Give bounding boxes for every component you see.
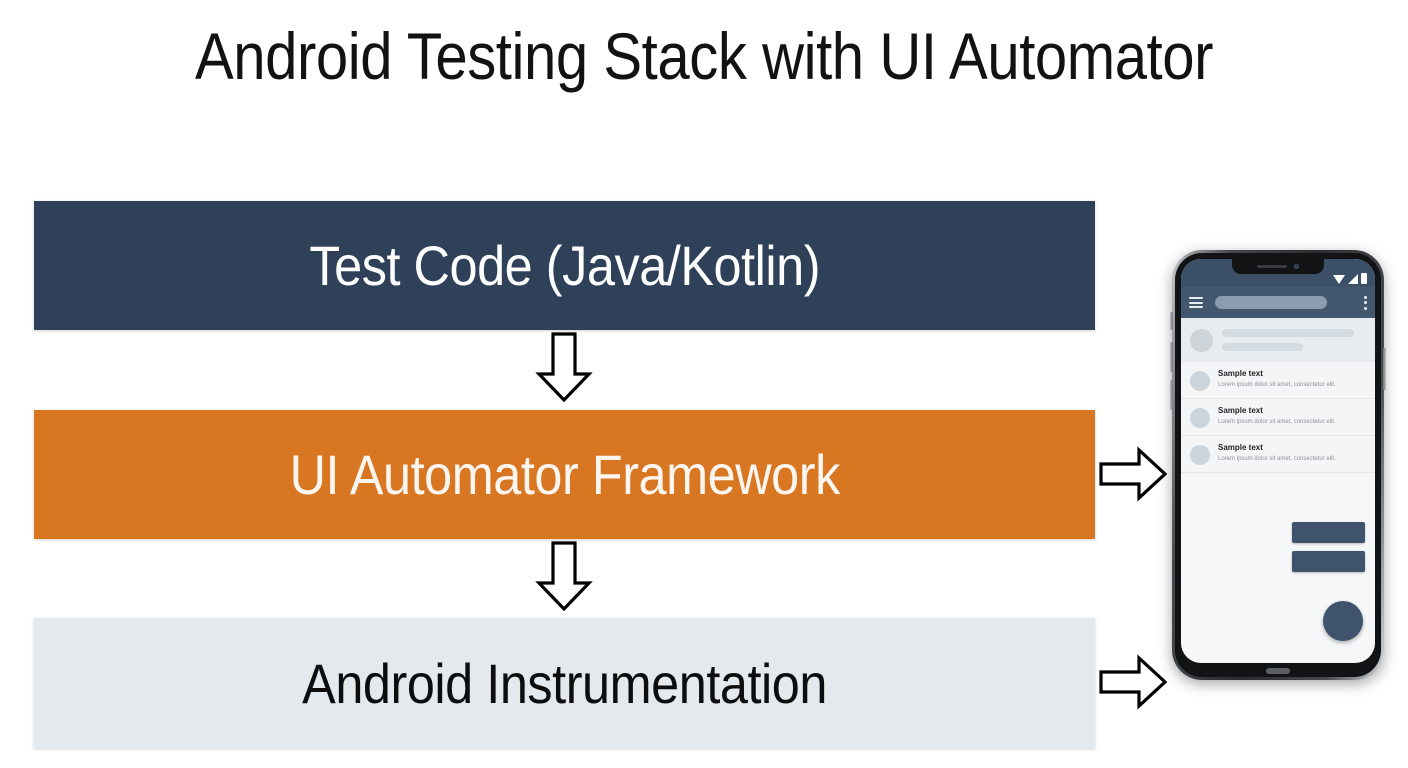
phone-power-button[interactable] <box>1383 348 1386 390</box>
primary-action-button[interactable] <box>1292 522 1365 543</box>
phone-notch <box>1232 259 1324 274</box>
arrow-down-icon <box>529 332 599 403</box>
earpiece-speaker-icon <box>1257 264 1287 269</box>
wifi-icon <box>1333 275 1345 284</box>
hamburger-icon[interactable] <box>1189 297 1203 308</box>
arrow-right-icon <box>1099 648 1168 716</box>
stack-layer-android-instrumentation-label: Android Instrumentation <box>302 651 827 715</box>
android-phone-mockup: Sample text Lorem ipsum dolor sit amet, … <box>1170 250 1386 680</box>
phone-mute-switch[interactable] <box>1170 312 1173 330</box>
placeholder-line <box>1222 329 1355 337</box>
list-item-text: Sample text Lorem ipsum dolor sit amet, … <box>1218 443 1367 463</box>
battery-icon <box>1361 273 1367 284</box>
stack-layer-test-code-label: Test Code (Java/Kotlin) <box>309 234 820 297</box>
arrow-down-icon <box>529 541 599 612</box>
list-item[interactable]: Sample text Lorem ipsum dolor sit amet, … <box>1181 436 1375 473</box>
list-item[interactable]: Sample text Lorem ipsum dolor sit amet, … <box>1181 399 1375 436</box>
list-item-subtitle: Lorem ipsum dolor sit amet, consectetur … <box>1218 382 1336 388</box>
avatar <box>1190 408 1210 428</box>
stack-layer-ui-automator: UI Automator Framework <box>34 410 1095 539</box>
search-input[interactable] <box>1215 296 1327 309</box>
list-item[interactable]: Sample text Lorem ipsum dolor sit amet, … <box>1181 362 1375 399</box>
page-title: Android Testing Stack with UI Automator <box>194 19 1214 93</box>
avatar <box>1190 328 1213 352</box>
stack-layer-test-code: Test Code (Java/Kotlin) <box>34 201 1095 330</box>
list-item-title: Sample text <box>1218 406 1263 415</box>
signal-icon <box>1348 274 1358 284</box>
home-indicator <box>1266 668 1290 674</box>
front-camera-icon <box>1294 264 1299 269</box>
list-item-title: Sample text <box>1218 369 1263 378</box>
phone-volume-down-button[interactable] <box>1170 380 1173 410</box>
secondary-action-button[interactable] <box>1292 551 1365 572</box>
content-list[interactable]: Sample text Lorem ipsum dolor sit amet, … <box>1181 362 1375 473</box>
placeholder-lines <box>1222 329 1366 351</box>
action-button-group <box>1292 522 1365 572</box>
app-bar <box>1181 287 1375 318</box>
list-item-text: Sample text Lorem ipsum dolor sit amet, … <box>1218 406 1367 426</box>
stack-layer-android-instrumentation: Android Instrumentation <box>34 618 1095 748</box>
header-card <box>1181 318 1375 362</box>
stack-layer-ui-automator-label: UI Automator Framework <box>289 443 840 506</box>
avatar <box>1190 445 1210 465</box>
avatar <box>1190 371 1210 391</box>
floating-action-button[interactable] <box>1323 601 1363 641</box>
list-item-subtitle: Lorem ipsum dolor sit amet, consectetur … <box>1218 456 1336 462</box>
list-item-text: Sample text Lorem ipsum dolor sit amet, … <box>1218 369 1367 389</box>
list-item-subtitle: Lorem ipsum dolor sit amet, consectetur … <box>1218 419 1336 425</box>
phone-volume-up-button[interactable] <box>1170 342 1173 372</box>
list-item-title: Sample text <box>1218 443 1263 452</box>
overflow-menu-icon[interactable] <box>1364 295 1367 310</box>
placeholder-line <box>1222 343 1303 351</box>
arrow-right-icon <box>1099 440 1168 508</box>
phone-screen: Sample text Lorem ipsum dolor sit amet, … <box>1181 259 1375 663</box>
